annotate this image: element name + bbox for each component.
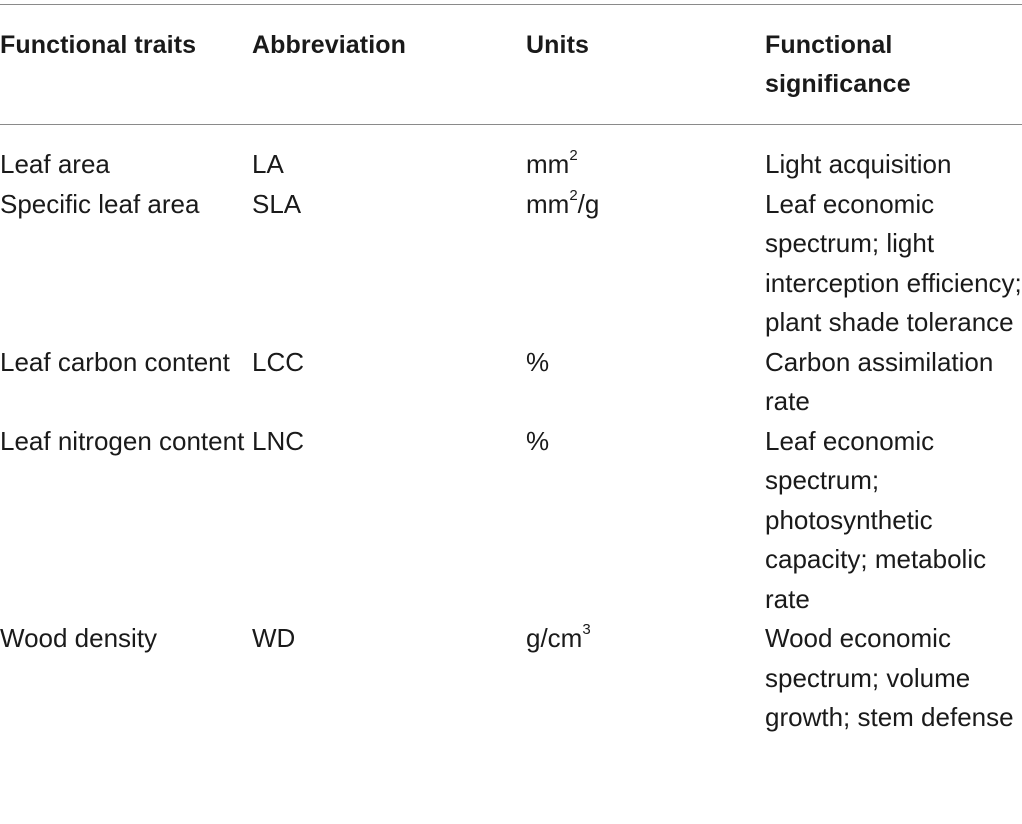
cell-significance: Leaf economic spectrum; light intercepti… (765, 188, 1022, 338)
header-row: Functional traits Abbreviation Units Fun… (0, 0, 1022, 125)
cell-significance: Carbon assimilation rate (765, 346, 994, 417)
table-row: Leaf area LA mm2 Light acquisition (0, 125, 1022, 185)
cell-units: g/cm3 (526, 621, 591, 653)
cell-significance: Light acquisition (765, 149, 952, 179)
cell-trait: Leaf area (0, 149, 110, 179)
cell-units: mm2/g (526, 186, 600, 219)
table-top-rule (0, 4, 1022, 5)
cell-trait: Leaf carbon content (0, 346, 230, 377)
table-row: Wood density WD g/cm3 Wood economic spec… (0, 619, 1022, 738)
header-trait: Functional traits (0, 31, 197, 59)
table-row: Specific leaf area SLA mm2/g Leaf econom… (0, 185, 1022, 343)
header-units: Units (526, 31, 589, 59)
cell-trait: Wood density (0, 623, 158, 653)
cell-abbreviation: LA (252, 149, 284, 179)
header-bottom-rule (0, 124, 1022, 125)
traits-table: Functional traits Abbreviation Units Fun… (0, 0, 1022, 738)
cell-trait: Specific leaf area (0, 188, 200, 219)
table-row: Leaf carbon content LCC % Carbon assimil… (0, 343, 1022, 422)
cell-abbreviation: SLA (252, 188, 302, 219)
cell-abbreviation: WD (252, 623, 296, 653)
cell-abbreviation: LCC (252, 346, 305, 377)
table-row: Leaf nitrogen content LNC % Leaf economi… (0, 422, 1022, 620)
cell-abbreviation: LNC (252, 425, 305, 456)
cell-units: % (526, 425, 550, 456)
cell-significance: Wood economic spectrum; volume growth; s… (765, 623, 1014, 732)
cell-trait: Leaf nitrogen content (0, 425, 245, 456)
header-abbreviation: Abbreviation (252, 31, 406, 59)
header-significance: Functional significance (765, 31, 911, 98)
cell-significance: Leaf economic spectrum; photosynthetic c… (765, 425, 987, 614)
cell-units: mm2 (526, 147, 578, 179)
cell-units: % (526, 346, 550, 377)
